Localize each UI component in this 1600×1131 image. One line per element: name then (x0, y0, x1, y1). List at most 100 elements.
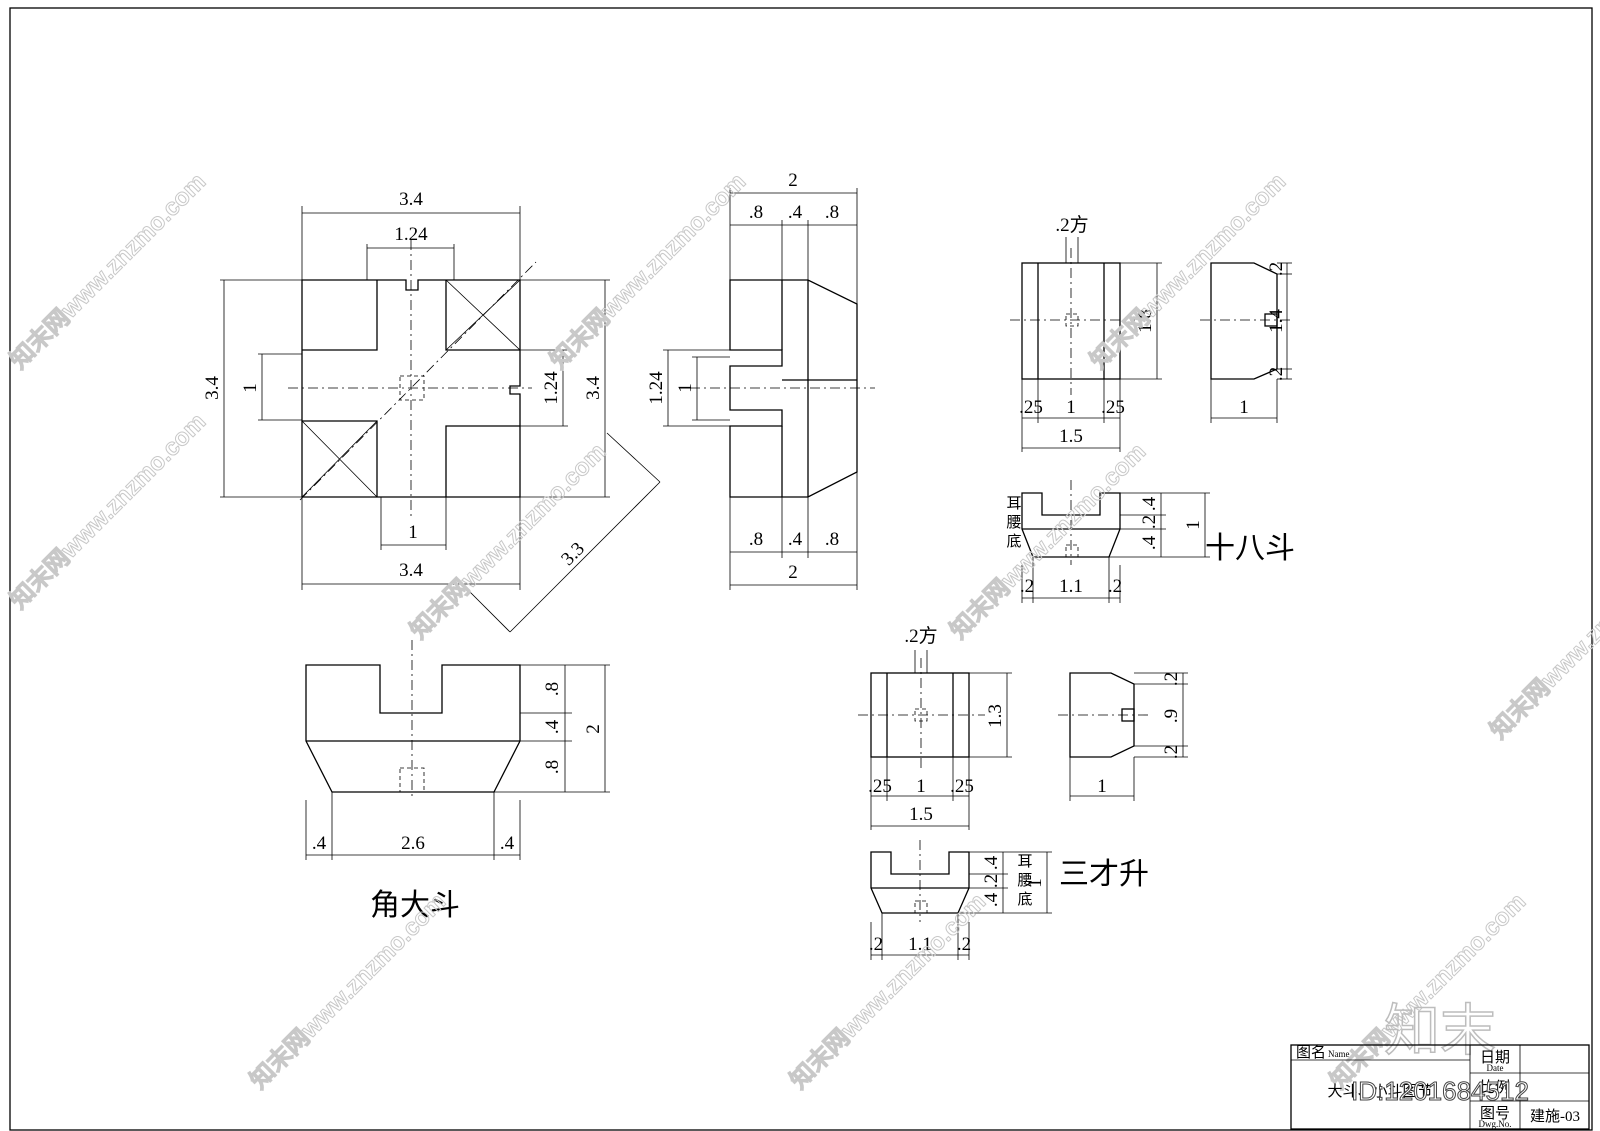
sancaisheng-elevation-view (870, 840, 1052, 960)
scs-elev-r3: .4 (981, 892, 1002, 907)
svg-text:知末网www.znzmo.com: 知末网www.znzmo.com (405, 438, 611, 644)
svg-text:知末网www.znzmo.com: 知末网www.znzmo.com (1085, 168, 1291, 374)
scs-front-b2: 1 (916, 776, 926, 797)
sheet-border (9, 7, 1593, 1131)
jdd-dim-bottom-overall: 3.4 (399, 560, 423, 581)
jdd-side-bottom-a: .8 (749, 529, 763, 550)
shibadou-elevation-view (1021, 480, 1210, 603)
sbd-peg: .2方 (1055, 214, 1088, 236)
jdd-dim-bottom-inner: 1 (408, 522, 418, 543)
sbd-side-width: 1 (1239, 397, 1249, 418)
tb-name-label-en: Name (1328, 1049, 1350, 1059)
sbd-side-r3: .2 (1266, 367, 1287, 381)
svg-text:知末网www.znzmo.com: 知末网www.znzmo.com (5, 168, 211, 374)
jdd-side-top-c: .8 (825, 202, 839, 223)
jdd-dim-left-inner: 1 (240, 383, 261, 393)
scs-elev-overall: 1 (1025, 878, 1046, 888)
shibadou-front-view (1010, 237, 1162, 452)
scs-elev-b3: .2 (957, 934, 971, 955)
svg-text:知末网www.znzmo.com: 知末网www.znzmo.com (5, 408, 211, 614)
jdd-side-left-outer: 1.24 (646, 371, 667, 405)
jdd-dim-top-inner: 1.24 (394, 224, 428, 245)
jiaodadou-plan-view (220, 206, 661, 633)
jdd-elev-b2: 2.6 (401, 833, 425, 854)
sbd-side-r2: 1.4 (1266, 309, 1287, 333)
tb-date-label-en: Date (1487, 1063, 1504, 1073)
scs-side-r3: .2 (1161, 745, 1182, 759)
sbd-elev-ear-label: 耳 (1006, 496, 1021, 512)
tb-name-label: 图名 (1296, 1044, 1326, 1061)
jdd-dim-right-inner: 1.24 (541, 371, 562, 405)
scs-elev-r1: .4 (981, 855, 1002, 870)
jdd-dim-diagonal: 3.3 (557, 538, 589, 570)
jdd-elev-r2: .4 (542, 719, 563, 734)
sbd-side-r1: .2 (1266, 262, 1287, 276)
watermark-layer: 知末网www.znzmo.com 知末网www.znzmo.com 知末网www… (5, 168, 1600, 1095)
scs-side-r1: .2 (1161, 672, 1182, 686)
scs-elev-b1: .2 (869, 934, 883, 955)
scs-front-total: 1.5 (909, 804, 933, 825)
jiaodadou-side-view (663, 188, 875, 590)
scs-elev-r2: .2 (981, 874, 1002, 888)
sbd-front-b1: .25 (1019, 397, 1043, 418)
tb-date-label: 日期 (1480, 1049, 1510, 1066)
scs-elev-b2: 1.1 (908, 934, 932, 955)
jdd-elev-r1: .8 (542, 682, 563, 696)
sbd-elev-waist-label: 腰 (1006, 514, 1021, 531)
sancaisheng-title: 三才升 (1059, 858, 1149, 891)
sancaisheng-side-view (1058, 672, 1188, 801)
svg-text:知末网www.znzmo.com: 知末网www.znzmo.com (785, 888, 991, 1094)
sbd-front-total: 1.5 (1059, 426, 1083, 447)
shibadou-title: 十八斗 (1205, 532, 1295, 565)
sbd-elev-bottom-label: 底 (1006, 533, 1021, 550)
title-block (1290, 1044, 1590, 1130)
scs-elev-ear-label: 耳 (1017, 854, 1032, 870)
jdd-dim-left-overall: 3.4 (202, 376, 223, 400)
tb-drawing-name: 大斗、小斗图节 (1327, 1083, 1432, 1100)
svg-text:知末网www.znzmo.com: 知末网www.znzmo.com (545, 168, 751, 374)
sbd-elev-b1: .2 (1020, 576, 1034, 597)
sbd-elev-r3: .4 (1139, 535, 1160, 550)
scs-side-r2: .9 (1161, 709, 1182, 723)
scs-elev-bottom-label: 底 (1017, 891, 1032, 908)
jiaodadou-elevation-view (305, 640, 610, 860)
sbd-elev-b2: 1.1 (1059, 576, 1083, 597)
sbd-elev-b3: .2 (1108, 576, 1122, 597)
jdd-side-top-overall: 2 (788, 170, 798, 191)
sbd-elev-r2: .2 (1139, 515, 1160, 529)
jdd-side-bottom-c: .8 (825, 529, 839, 550)
svg-text:知末网www.znzmo.com: 知末网www.znzmo.com (245, 888, 451, 1094)
sbd-front-height: 1.8 (1135, 309, 1156, 333)
jdd-dim-right-overall: 3.4 (583, 376, 604, 400)
jdd-dim-top-overall: 3.4 (399, 189, 423, 210)
sbd-front-b3: .25 (1101, 397, 1125, 418)
sbd-elev-overall: 1 (1183, 520, 1204, 530)
jiaodadou-title: 角大斗 (370, 889, 460, 922)
scs-front-height: 1.3 (985, 704, 1006, 728)
jdd-side-bottom-b: .4 (788, 529, 803, 550)
scs-peg: .2方 (904, 625, 937, 647)
jdd-side-top-b: .4 (788, 202, 803, 223)
scs-front-b3: .25 (950, 776, 974, 797)
tb-number-label-en: Dwg.No. (1479, 1119, 1512, 1129)
watermark-id: ID:1201684512 (1351, 1076, 1529, 1106)
svg-text:知末网www.znzmo.com: 知末网www.znzmo.com (945, 438, 1151, 644)
scs-elev-waist-label: 腰 (1017, 872, 1032, 889)
jdd-elev-b3: .4 (500, 833, 515, 854)
tb-number-label: 图号 (1480, 1105, 1510, 1122)
tb-scale-label: 比例 (1480, 1079, 1510, 1096)
svg-text:知末网www.znzmo.com: 知末网www.znzmo.com (1485, 538, 1600, 744)
sbd-elev-r1: .4 (1139, 496, 1160, 511)
watermark-brand: 知末 (1384, 999, 1496, 1062)
jdd-elev-overall: 2 (583, 724, 604, 734)
jdd-elev-r3: .8 (542, 760, 563, 774)
jdd-side-top-a: .8 (749, 202, 763, 223)
scs-front-b1: .25 (868, 776, 892, 797)
tb-number-value: 建施-03 (1530, 1108, 1580, 1125)
jdd-side-bottom-overall: 2 (788, 562, 798, 583)
sbd-front-b2: 1 (1066, 397, 1076, 418)
jdd-elev-b1: .4 (312, 833, 327, 854)
scs-side-width: 1 (1097, 776, 1107, 797)
sancaisheng-front-view (858, 650, 1012, 830)
